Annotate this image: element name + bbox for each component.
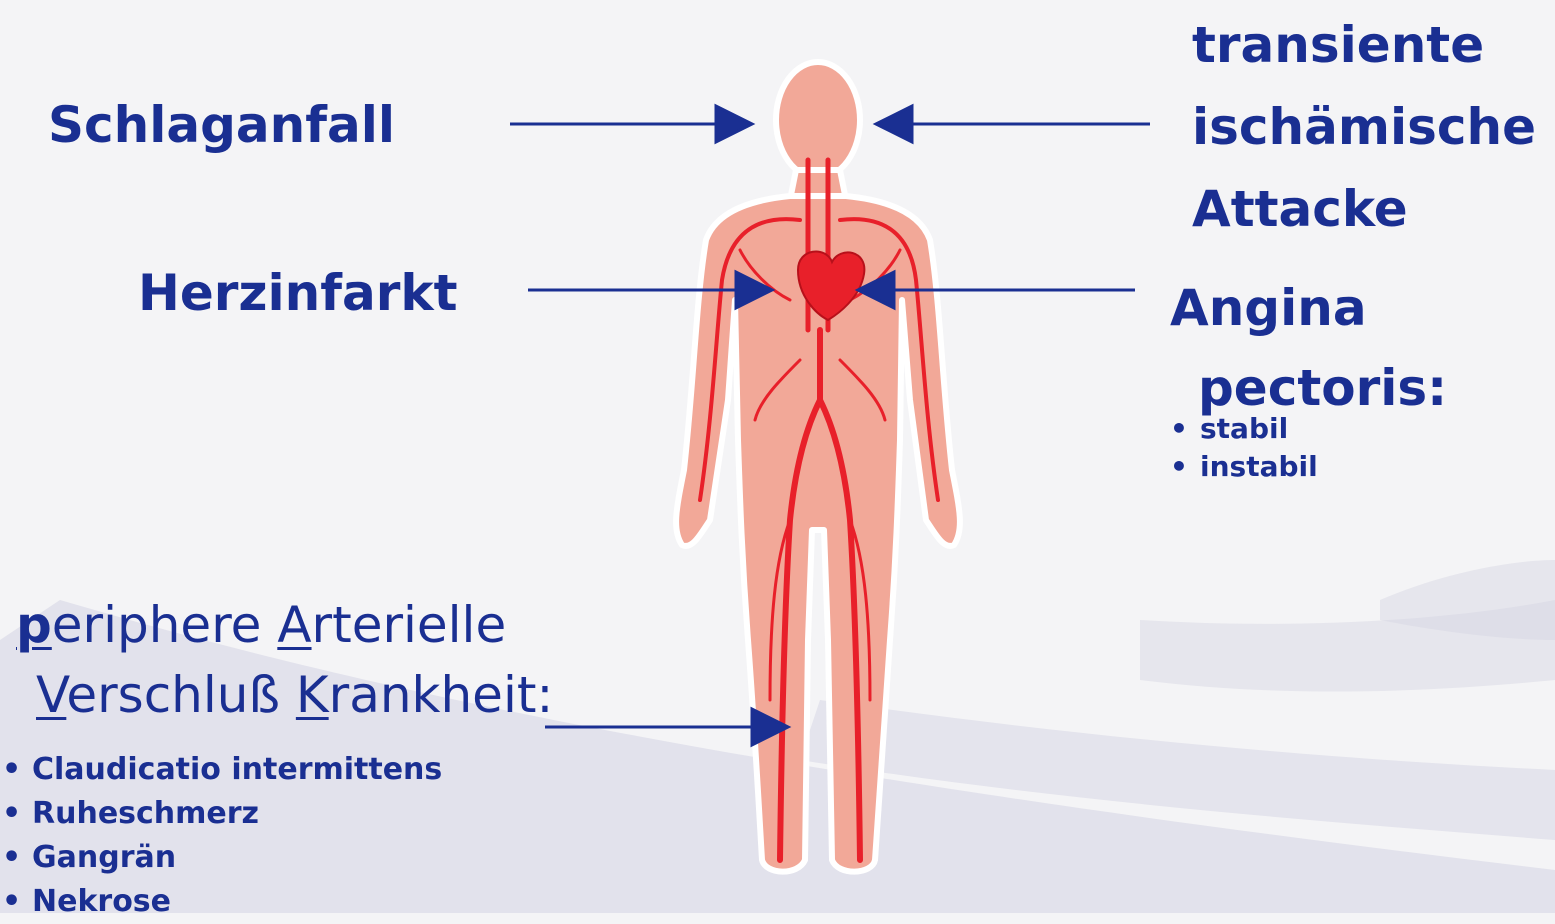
label-pavk-line2: Verschluß Krankheit: bbox=[16, 660, 553, 730]
list-item: Nekrose bbox=[0, 880, 442, 924]
list-item: instabil bbox=[1168, 448, 1318, 486]
arrow-left-icon bbox=[858, 272, 1135, 308]
list-item: Gangrän bbox=[0, 836, 442, 880]
label-pavk: periphere Arterielle Verschluß Krankheit… bbox=[16, 590, 553, 730]
label-tia: transiente ischämische Attacke bbox=[1192, 4, 1536, 250]
label-angina-line1: Angina bbox=[1170, 268, 1447, 348]
arrow-left-icon bbox=[876, 106, 1150, 142]
label-tia-line1: transiente bbox=[1192, 4, 1536, 86]
label-stroke: Schlaganfall bbox=[48, 96, 395, 154]
angina-types-list: stabil instabil bbox=[1168, 410, 1318, 486]
label-heart-attack: Herzinfarkt bbox=[138, 264, 458, 322]
arrow-right-icon bbox=[528, 272, 772, 308]
list-item: stabil bbox=[1168, 410, 1318, 448]
label-tia-line2: ischämische bbox=[1192, 86, 1536, 168]
label-angina: Angina pectoris: bbox=[1170, 268, 1447, 428]
arrow-right-icon bbox=[510, 106, 752, 142]
pavk-symptoms-list: Claudicatio intermittens Ruheschmerz Gan… bbox=[0, 748, 442, 924]
list-item: Claudicatio intermittens bbox=[0, 748, 442, 792]
label-tia-line3: Attacke bbox=[1192, 168, 1536, 250]
list-item: Ruheschmerz bbox=[0, 792, 442, 836]
label-pavk-line1: periphere Arterielle bbox=[16, 590, 553, 660]
arrow-right-icon bbox=[545, 709, 788, 745]
